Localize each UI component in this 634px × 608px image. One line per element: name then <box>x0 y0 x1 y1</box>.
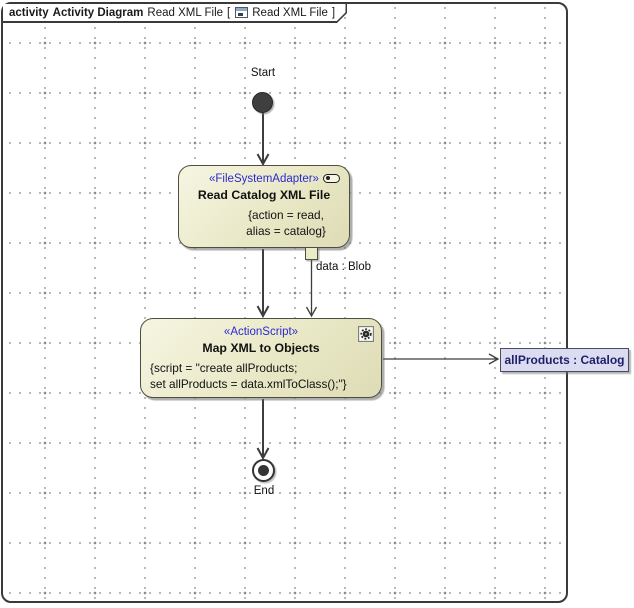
initial-node[interactable] <box>252 92 273 113</box>
object-node-label: allProducts : Catalog <box>504 353 625 367</box>
start-node-label: Start <box>250 67 276 79</box>
diagram-kind-label: Activity Diagram <box>52 6 144 19</box>
diagram-bracket-close: ] <box>331 6 336 19</box>
map-action-script-line1: {script = "create allProducts; <box>150 361 298 375</box>
map-action-stereotype: «ActionScript» <box>223 326 299 338</box>
diagram-context-name: Read XML File <box>252 6 328 19</box>
arrowhead-map-to-catalog <box>488 353 500 365</box>
action-read-catalog-xml-file[interactable]: «FileSystemAdapter» Read Catalog XML Fil… <box>178 165 350 248</box>
activity-diagram-icon-band <box>236 8 247 11</box>
arrowhead-read-to-map <box>256 305 270 319</box>
arrowhead-pin-to-map <box>305 306 318 318</box>
activity-final-core <box>258 465 269 476</box>
diagram-kind-keyword: activity <box>9 6 49 19</box>
object-node-allproducts-catalog[interactable]: allProducts : Catalog <box>500 348 629 372</box>
read-action-name: Read Catalog XML File <box>197 188 331 202</box>
arrowhead-map-to-end <box>256 447 270 461</box>
activity-final-node[interactable] <box>252 459 275 482</box>
map-action-script-line2: set allProducts = data.xmlToClass();"} <box>150 377 347 391</box>
activity-diagram-icon <box>235 7 248 18</box>
diagram-frame <box>1 2 568 603</box>
call-behavior-icon <box>323 174 340 183</box>
read-action-properties: {action = read, alias = catalog} <box>246 207 326 239</box>
activity-diagram-icon-mark <box>238 13 243 16</box>
end-node-label: End <box>253 485 275 497</box>
output-pin-label: data : Blob <box>316 261 371 273</box>
read-action-stereotype: «FileSystemAdapter» <box>209 173 319 185</box>
output-pin-data[interactable] <box>305 247 318 260</box>
diagram-header-content: activity Activity Diagram Read XML File … <box>3 4 346 21</box>
map-action-script: {script = "create allProducts; set allPr… <box>141 360 347 392</box>
action-map-xml-to-objects[interactable]: «ActionScript» Map XML to Objects {scrip… <box>140 318 382 398</box>
read-action-prop-line1: {action = read, <box>248 208 324 222</box>
read-action-prop-line2: alias = catalog} <box>246 224 326 238</box>
arrowhead-start-to-read <box>256 153 270 167</box>
diagram-name: Read XML File <box>147 6 224 19</box>
call-behavior-icon-dot <box>325 175 331 181</box>
diagram-header-tab: activity Activity Diagram Read XML File … <box>3 4 347 23</box>
map-action-name: Map XML to Objects <box>202 341 320 355</box>
diagram-bracket-open: [ <box>227 6 231 19</box>
gear-icon <box>358 326 374 342</box>
